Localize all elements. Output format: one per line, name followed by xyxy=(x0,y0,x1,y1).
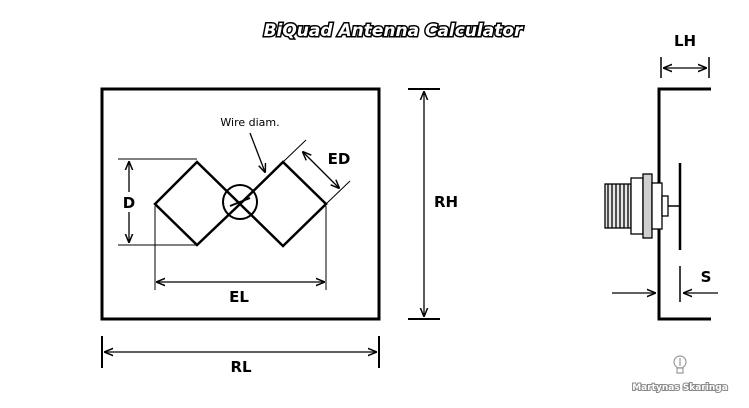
wire-diameter-label: Wire diam. xyxy=(220,116,279,129)
feed-point-circle xyxy=(222,184,258,220)
left-quad-element xyxy=(153,160,242,247)
diagram-title: BiQuad Antenna Calculator xyxy=(264,21,524,41)
lh-label: LH xyxy=(674,32,696,50)
d-label-gap xyxy=(120,192,138,212)
lightbulb-icon xyxy=(673,355,687,374)
feed-point-stub xyxy=(229,197,251,207)
rh-label: RH xyxy=(434,193,458,211)
rl-label: RL xyxy=(230,358,252,376)
ed-extension-bottom xyxy=(325,180,351,205)
reflector-plate xyxy=(100,87,381,321)
ed-extension-top xyxy=(282,139,307,163)
s-label: S xyxy=(701,268,712,286)
d-label: D xyxy=(123,194,135,212)
n-connector xyxy=(604,173,669,239)
el-label: EL xyxy=(229,288,249,306)
ed-label: ED xyxy=(328,150,351,168)
right-quad-element xyxy=(238,160,328,248)
author-credit: Martynas Skaringa xyxy=(632,383,728,393)
ed-dimension-arrow xyxy=(303,152,339,188)
wire-diameter-pointer xyxy=(249,132,265,172)
